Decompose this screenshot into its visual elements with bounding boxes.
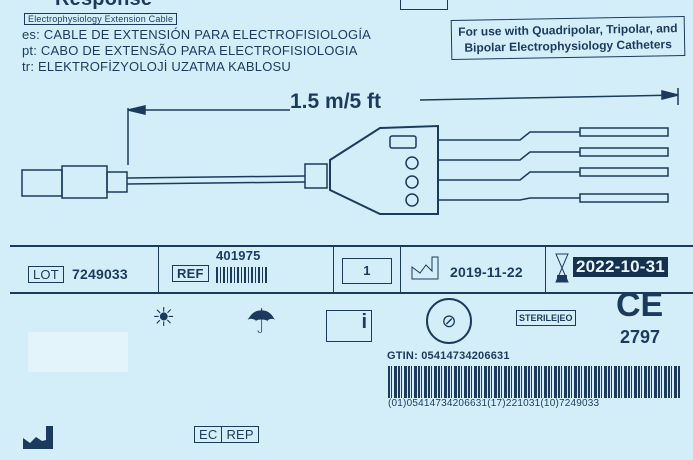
- manufacture-date-icon: [411, 256, 439, 280]
- expiry-date: 2022-10-31: [573, 257, 668, 277]
- ref-number: 401975: [216, 248, 261, 263]
- translation-es: es: CABLE DE EXTENSIÓN PARA ELECTROFISIO…: [22, 27, 372, 42]
- gtin-barcode: [388, 366, 680, 398]
- blank-label-area: [28, 332, 128, 372]
- ce-mark-icon: CE: [616, 286, 664, 324]
- product-subtitle: Electrophysiology Extension Cable: [24, 13, 178, 25]
- use-note-line: Bipolar Electrophysiology Catheters: [464, 37, 672, 55]
- hourglass-icon: [555, 253, 569, 283]
- cable-length: 1.5 m/5 ft: [290, 90, 382, 113]
- do-not-use-damaged-icon: ⊘: [426, 298, 472, 344]
- manufacture-date: 2019-11-22: [450, 264, 523, 280]
- sterile-method: EO: [559, 313, 573, 323]
- translation-tr: tr: ELEKTROFİZYOLOJİ UZATMA KABLOSU: [22, 59, 291, 74]
- gtin: GTIN: 05414734206631: [387, 350, 510, 362]
- quantity-box-icon: 1: [342, 258, 392, 284]
- rep-label: REP: [226, 427, 254, 442]
- ref-barcode: [216, 267, 268, 283]
- keep-dry-icon: ☂: [246, 303, 277, 341]
- ce-number: 2797: [620, 327, 661, 347]
- product-title: Response: [55, 0, 152, 11]
- translation-pt: pt: CABO DE EXTENSÃO PARA ELECTROFISIOLO…: [22, 43, 358, 58]
- quantity: 1: [363, 263, 371, 278]
- ec-label: EC: [195, 427, 223, 442]
- barcode-hri: (01)05414734206631(17)221031(10)7249033: [388, 398, 600, 409]
- use-note: For use with Quadripolar, Tripolar, and …: [450, 15, 686, 61]
- top-box: [400, 0, 448, 10]
- instructions-icon: i: [326, 310, 372, 342]
- cable-diagram: [21, 88, 679, 215]
- lot-label: LOT: [28, 266, 64, 283]
- keep-away-from-heat-icon: ☀: [152, 302, 176, 332]
- manufacturer-icon: [23, 426, 53, 449]
- lot-number: 7249033: [72, 266, 128, 282]
- ref-label: REF: [172, 265, 209, 282]
- sterile-label: STERILE: [519, 313, 558, 323]
- sterile-eo-icon: STERILE|EO: [516, 310, 576, 326]
